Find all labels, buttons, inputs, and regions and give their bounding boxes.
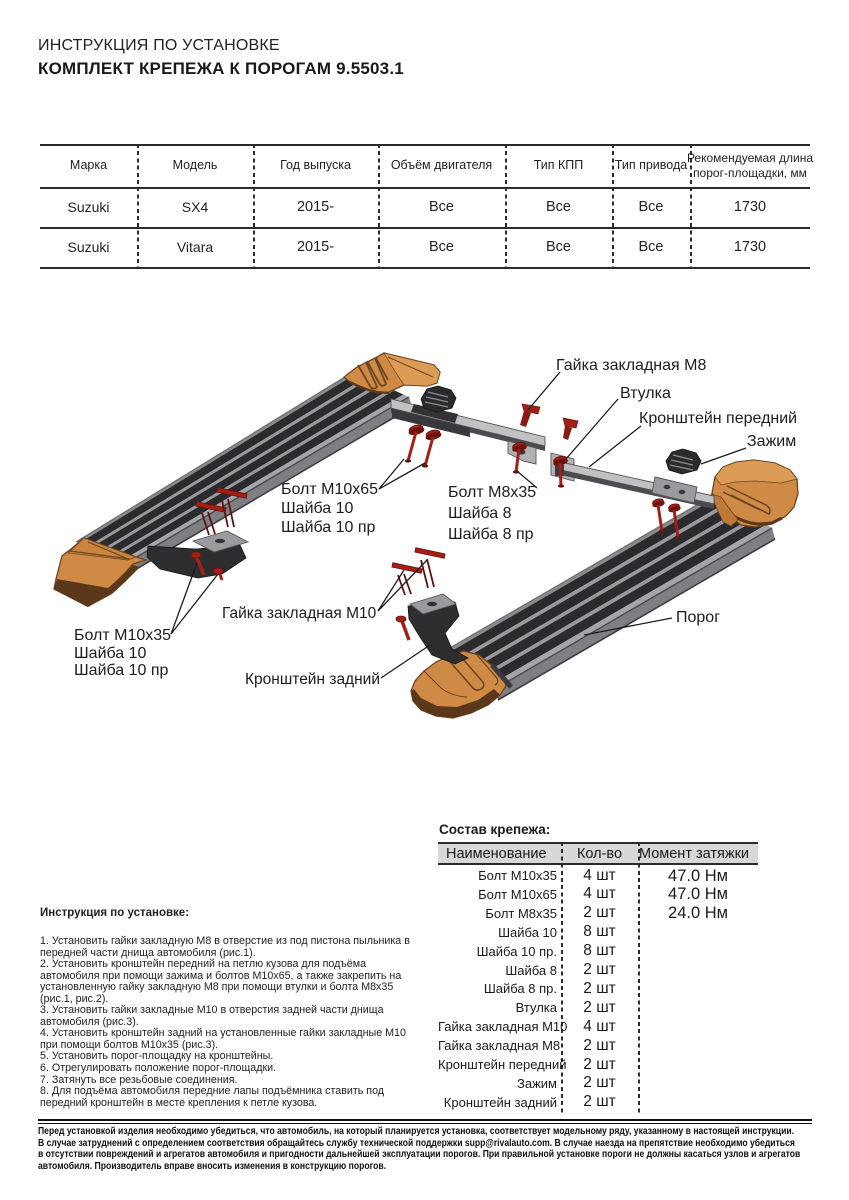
svg-text:Болт М10х35: Болт М10х35 [74,627,171,644]
svg-text:Шайба 10 пр: Шайба 10 пр [281,519,376,536]
svg-text:Шайба 10: Шайба 10 [74,645,147,662]
svg-text:Шайба 10: Шайба 10 [281,500,354,517]
svg-text:Порог: Порог [676,609,720,626]
svg-text:Болт М8х35: Болт М8х35 [448,484,536,501]
svg-text:Шайба 8: Шайба 8 [448,505,512,522]
svg-text:Шайба 10 пр: Шайба 10 пр [74,662,169,679]
svg-text:Зажим: Зажим [747,433,796,450]
svg-text:Гайка закладная М10: Гайка закладная М10 [222,605,377,622]
svg-text:Болт М10х65: Болт М10х65 [281,481,378,498]
svg-text:Гайка закладная М8: Гайка закладная М8 [556,357,706,374]
svg-text:Шайба 8 пр: Шайба 8 пр [448,526,534,543]
svg-text:Кронштейн задний: Кронштейн задний [245,671,380,688]
svg-text:Втулка: Втулка [620,385,671,402]
svg-text:Кронштейн передний: Кронштейн передний [639,410,797,427]
